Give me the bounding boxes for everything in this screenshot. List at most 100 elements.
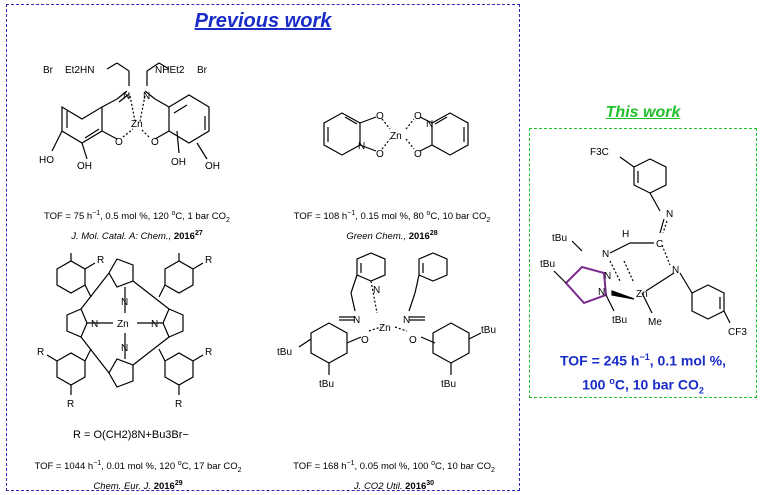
cpd4-label-n-right: N <box>403 315 410 326</box>
cpd2-label-o-4: O <box>414 149 422 160</box>
cpd4-label-zn: Zn <box>379 323 391 334</box>
this-label-cf3: CF3 <box>728 327 747 338</box>
previous-work-title-word2: work <box>284 10 332 32</box>
cpd1-label-oh-1: OH <box>77 161 92 172</box>
cpd2-tof: TOF = 108 h <box>293 211 348 223</box>
cpd3-label-n-bottom: N <box>121 343 128 354</box>
cpd2-label-n-1: N <box>358 141 365 152</box>
cpd3-label-r-4: R <box>205 347 212 358</box>
compound-1-structure: Br Et2HN NHEt2 Br N N Zn O O HO OH OH OH <box>39 62 220 172</box>
this-label-tbu-2: tBu <box>540 259 555 270</box>
previous-work-title: Previous work <box>7 10 519 33</box>
cpd1-label-oh-3: OH <box>205 161 220 172</box>
cpd1-label-ho-1: HO <box>39 155 54 166</box>
this-tof-rest: , 0.1 mol %, <box>649 352 726 369</box>
this-label-n-1: N <box>602 249 609 260</box>
this-work-structure: F3C N H C tBu N tBu N N N Zn Me tBu CF3 <box>540 147 747 338</box>
this-label-f3c: F3C <box>590 147 609 158</box>
this-label-h: H <box>622 229 629 240</box>
cpd2-year: 2016 <box>408 231 430 243</box>
cpd4-tof-rest: , 0.05 mol %, 100 <box>354 461 432 473</box>
cpd3-label-n-left: N <box>91 319 98 330</box>
compound-3-structure: N N N N Zn R R R R R R <box>37 253 212 410</box>
cpd1-label-zn: Zn <box>131 119 143 130</box>
this-label-me: Me <box>648 317 662 328</box>
compound-4-caption: TOF = 168 h−1, 0.05 mol %, 100 oC, 10 ba… <box>293 460 495 493</box>
cpd1-label-n-right: N <box>143 91 150 102</box>
cpd2-tof-rest: , 0.15 mol %, 80 <box>355 211 427 223</box>
cpd2-label-o-1: O <box>376 111 384 122</box>
cpd2-label-n-2: N <box>426 119 433 130</box>
cpd1-ref: 27 <box>194 230 203 238</box>
this-label-tbu-3: tBu <box>612 315 627 326</box>
cpd3-tof-rest: , 0.01 mol %, 120 <box>101 461 178 473</box>
this-work-title: This work <box>530 104 756 122</box>
compound-2-caption: TOF = 108 h−1, 0.15 mol %, 80 oC, 10 bar… <box>293 210 491 243</box>
cpd3-r-definition: R = O(CH2)8N+Bu3Br− <box>73 429 189 441</box>
cpd4-label-o-right: O <box>409 335 417 346</box>
cpd3-label-r-1: R <box>97 255 104 266</box>
previous-work-title-word1: Previous <box>194 10 280 32</box>
this-work-caption: TOF = 245 h−1, 0.1 mol %, 100 oC, 10 bar… <box>559 352 726 396</box>
cpd4-journal: J. CO2 Util. <box>353 481 406 493</box>
this-label-tbu-1: tBu <box>552 233 567 244</box>
cpd1-label-n-left: N <box>123 91 130 102</box>
cpd1-year: 2016 <box>173 231 195 243</box>
cpd3-label-n-top: N <box>121 297 128 308</box>
cpd1-temp-unit: C, 1 bar CO <box>175 211 227 223</box>
this-tof: TOF = 245 h <box>559 352 640 369</box>
this-work-title-word2: work <box>643 104 681 121</box>
cpd4-temp-unit: C, 10 bar CO <box>435 461 491 473</box>
cpd2-label-o-3: O <box>414 111 422 122</box>
cpd3-temp-unit: C, 17 bar CO <box>181 461 238 473</box>
cpd1-label-br-right: Br <box>197 65 208 76</box>
this-label-c: C <box>656 239 663 250</box>
cpd2-label-zn: Zn <box>390 131 402 142</box>
compound-4-structure: N N N Zn O O tBu tBu tBu tBu <box>277 252 496 390</box>
this-temp: 100 <box>582 376 610 393</box>
cpd1-tof: TOF = 75 h <box>44 211 93 223</box>
cpd4-tof: TOF = 168 h <box>293 461 347 473</box>
cpd3-journal: Chem. Eur. J. <box>93 481 154 493</box>
cpd4-label-n-left: N <box>353 315 360 326</box>
cpd4-year: 2016 <box>405 481 427 493</box>
compound-3-caption: TOF = 1044 h−1, 0.01 mol %, 120 oC, 17 b… <box>34 460 242 493</box>
cpd3-label-r-6: R <box>175 399 182 410</box>
this-temp-unit: C, 10 bar CO <box>614 376 699 393</box>
cpd4-label-o-left: O <box>361 335 369 346</box>
cpd3-label-n-right: N <box>151 319 158 330</box>
this-label-n-imine: N <box>666 209 673 220</box>
cpd3-label-r-5: R <box>67 399 74 410</box>
cpd2-label-o-2: O <box>376 149 384 160</box>
cpd1-journal: J. Mol. Catal. A: Chem., <box>71 231 174 243</box>
cpd2-journal: Green Chem., <box>346 231 409 243</box>
this-label-n-2: N <box>604 271 611 282</box>
previous-work-panel: Previous work Br <box>6 4 520 493</box>
this-work-panel: This work <box>529 104 757 398</box>
cpd1-tof-rest: , 0.5 mol %, 120 <box>100 211 172 223</box>
this-label-zn: Zn <box>636 289 648 300</box>
cpd2-temp-unit: C, 10 bar CO <box>430 211 487 223</box>
cpd3-label-zn: Zn <box>117 319 129 330</box>
cpd4-label-n-pyridine: N <box>373 285 380 296</box>
cpd4-ref: 30 <box>426 480 435 488</box>
cpd1-label-o-right: O <box>151 137 159 148</box>
cpd4-label-tbu-1: tBu <box>277 347 292 358</box>
cpd3-year: 2016 <box>153 481 175 493</box>
cpd4-label-tbu-4: tBu <box>441 379 456 390</box>
compound-1-caption: TOF = 75 h−1, 0.5 mol %, 120 oC, 1 bar C… <box>44 210 230 243</box>
cpd3-label-r-3: R <box>37 347 44 358</box>
cpd2-ref: 28 <box>429 230 438 238</box>
cpd4-label-tbu-3: tBu <box>481 325 496 336</box>
cpd1-label-o-left: O <box>115 137 123 148</box>
cpd1-label-br-left: Br <box>43 65 54 76</box>
cpd1-label-oh-2: OH <box>171 157 186 168</box>
this-label-n-3: N <box>598 287 605 298</box>
compound-2-structure: Zn O O O O N N <box>323 111 469 160</box>
cpd3-tof: TOF = 1044 h <box>34 461 94 473</box>
cpd1-label-et2hn: Et2HN <box>65 65 94 76</box>
this-work-title-word1: This <box>605 104 639 121</box>
cpd1-label-nhet2: NHEt2 <box>155 65 185 76</box>
this-label-n-4: N <box>672 265 679 276</box>
cpd4-label-tbu-2: tBu <box>319 379 334 390</box>
